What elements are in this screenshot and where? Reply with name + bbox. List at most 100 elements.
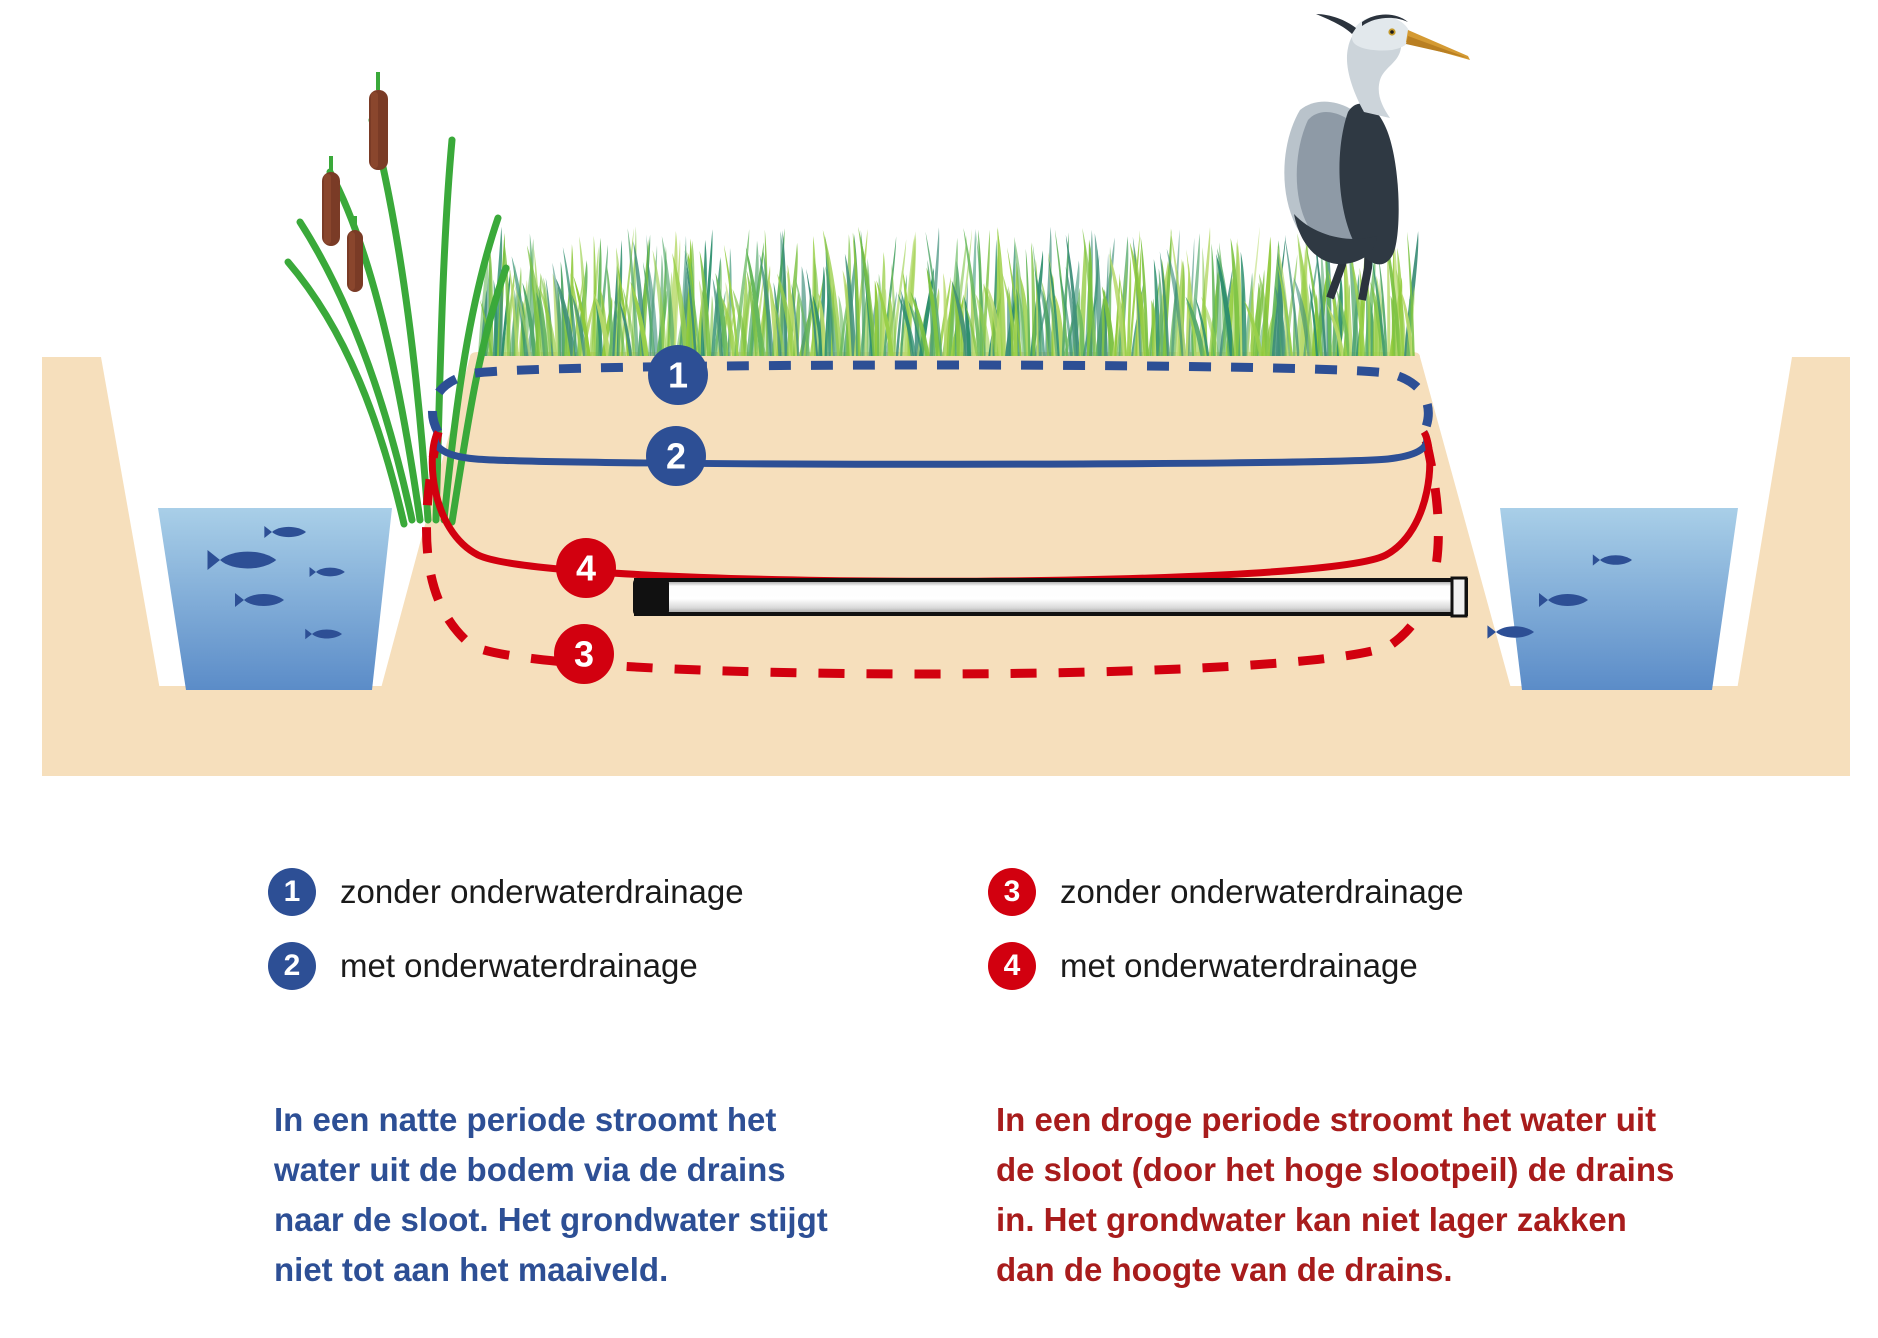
- grass-blade: [751, 302, 767, 356]
- legend-badge-1: 1: [268, 868, 316, 916]
- paragraph-dry-period: In een droge periode stroomt het water u…: [996, 1101, 1675, 1289]
- grass-blade: [1284, 237, 1300, 356]
- grass-blade: [1082, 228, 1098, 356]
- grass-blade: [963, 228, 982, 356]
- legend-label-2: met onderwaterdrainage: [340, 947, 698, 984]
- grass-blade: [1276, 259, 1293, 356]
- grass-blade: [1258, 273, 1271, 356]
- grass-blade: [1119, 277, 1127, 356]
- grass-blade: [782, 230, 788, 356]
- grass-blade: [926, 267, 941, 356]
- grass-blade: [1326, 304, 1345, 356]
- grass-blade: [673, 239, 681, 356]
- marker-1-label: 1: [668, 355, 688, 396]
- grass-blade: [612, 265, 618, 356]
- grass-blade: [595, 298, 604, 356]
- grass-blade: [1366, 273, 1372, 356]
- grass-blade: [806, 268, 819, 356]
- grass-blade: [794, 275, 811, 356]
- grass-blade: [895, 293, 903, 356]
- grass-blade: [844, 253, 857, 356]
- legend-label-4: met onderwaterdrainage: [1060, 947, 1418, 984]
- grass-blade: [1065, 234, 1080, 356]
- grass-blade: [531, 277, 541, 356]
- grass-blade: [539, 285, 558, 356]
- grass-blade: [838, 295, 846, 356]
- grass-blade: [1166, 248, 1187, 356]
- grass-blade: [1054, 294, 1065, 356]
- legend-item[interactable]: 1 zonder onderwaterdrainage: [268, 855, 744, 929]
- grass-blade: [1034, 267, 1046, 356]
- grass-blade: [555, 278, 576, 356]
- grass-blade: [514, 283, 532, 356]
- legend-item[interactable]: 3 zonder onderwaterdrainage: [988, 855, 1464, 929]
- curve-2-wet-with-drainage: [431, 430, 1431, 468]
- grass-blade: [860, 230, 866, 356]
- grass-blade: [1065, 266, 1078, 356]
- grass-blade: [1039, 284, 1055, 356]
- grass-blade: [734, 229, 750, 356]
- grass-blade: [647, 259, 659, 356]
- grass-blade: [1246, 226, 1260, 356]
- legend-item[interactable]: 2 met onderwaterdrainage: [268, 929, 744, 1003]
- grass-blade: [1297, 241, 1315, 356]
- grass-blade: [1077, 303, 1086, 356]
- grass-blade: [537, 284, 549, 356]
- grass-blade: [672, 253, 689, 356]
- grass-blade: [699, 250, 712, 356]
- grass-blade: [684, 250, 697, 356]
- grass-blade: [1151, 300, 1157, 356]
- grass-blade: [1103, 302, 1108, 356]
- paragraph-wet-period: In een natte periode stroomt het water u…: [274, 1101, 828, 1289]
- grass-blade: [1158, 268, 1164, 356]
- grass-blade: [1387, 251, 1391, 356]
- grass-blade: [636, 302, 650, 356]
- grass-blade: [1002, 273, 1019, 356]
- grass-blade: [573, 276, 591, 356]
- diagram-markers: 1 2 4 3: [554, 345, 708, 684]
- grass-blade: [791, 283, 800, 356]
- grass-blade: [571, 294, 588, 356]
- grass-blade: [1274, 285, 1288, 356]
- grass-blade: [1195, 298, 1210, 356]
- marker-2[interactable]: 2: [646, 426, 706, 486]
- grass-blade: [1153, 259, 1161, 356]
- grass-blade: [606, 264, 614, 356]
- fish-group-right: [1487, 554, 1632, 639]
- curve-1-wet-without-drainage: [427, 360, 1433, 435]
- marker-1[interactable]: 1: [648, 345, 708, 405]
- grass-blade: [964, 303, 979, 356]
- heron-bird: [1284, 14, 1470, 301]
- legend: 1 zonder onderwaterdrainage 2 met onderw…: [0, 855, 1878, 1015]
- grass-blade: [925, 231, 943, 356]
- grass-blade: [478, 249, 489, 356]
- grass-blade: [1048, 290, 1059, 356]
- grass-blade: [619, 301, 633, 356]
- grass-blade: [1059, 272, 1073, 356]
- grass-blade: [902, 238, 914, 356]
- legend-badge-2: 2: [268, 942, 316, 990]
- grass-blade: [852, 232, 862, 356]
- marker-3[interactable]: 3: [554, 624, 614, 684]
- grass-blade: [786, 270, 798, 356]
- grass-blade: [1400, 290, 1415, 356]
- marker-4[interactable]: 4: [556, 538, 616, 598]
- grass-blade: [684, 243, 701, 356]
- grass-blade: [812, 295, 825, 356]
- grass-blade: [1061, 232, 1069, 356]
- grass-blade: [1031, 242, 1036, 356]
- grass-blade: [622, 286, 637, 356]
- grass-blade: [818, 293, 827, 356]
- legend-item[interactable]: 4 met onderwaterdrainage: [988, 929, 1464, 1003]
- grass-blade: [891, 263, 897, 356]
- grass-blade: [953, 284, 961, 356]
- legend-label-3: zonder onderwaterdrainage: [1060, 873, 1464, 910]
- grass-blade: [975, 294, 992, 356]
- grass-blade: [1237, 238, 1244, 356]
- grass-blade: [1025, 248, 1031, 356]
- grass-blade: [1230, 238, 1242, 356]
- marker-4-label: 4: [576, 548, 596, 589]
- grass-blade: [910, 291, 930, 356]
- grass-blade: [1159, 251, 1170, 356]
